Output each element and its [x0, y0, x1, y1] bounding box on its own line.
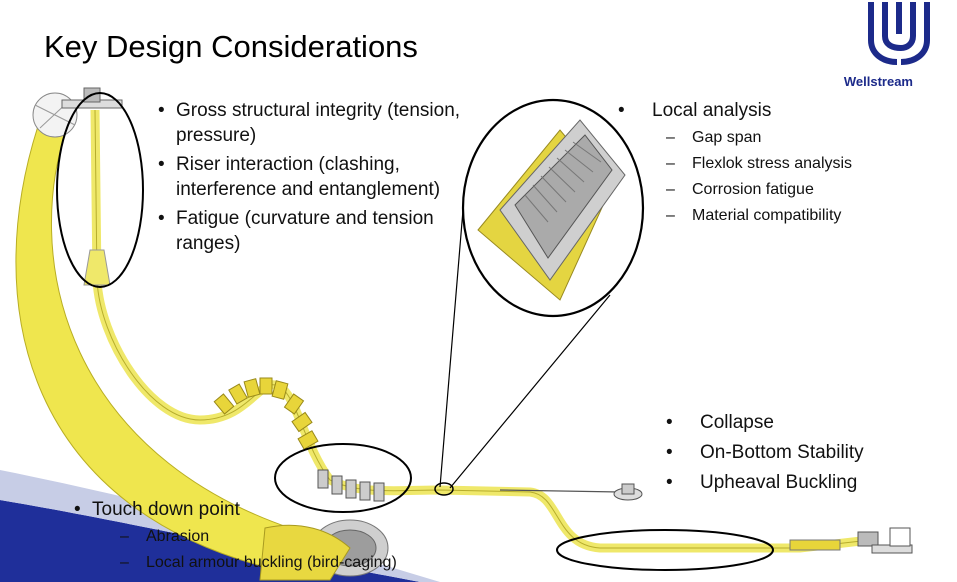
- plet: [789, 527, 913, 554]
- sub-gap-span: Gap span: [652, 127, 932, 149]
- bullet-on-bottom-stability: On-Bottom Stability: [660, 440, 940, 465]
- sub-corrosion-fatigue: Corrosion fatigue: [652, 179, 932, 201]
- sub-flexlok: Flexlok stress analysis: [652, 153, 932, 175]
- seabed-callout-ellipse: [556, 529, 774, 571]
- page-title: Key Design Considerations: [44, 28, 418, 64]
- sub-local-armour-buckling: Local armour buckling (bird-caging): [68, 552, 468, 574]
- anchor: [613, 483, 643, 501]
- top-callout-ellipse: [56, 92, 144, 288]
- touch-down-bullets: Touch down point Abrasion Local armour b…: [68, 497, 468, 578]
- bullet-upheaval-buckling: Upheaval Buckling: [660, 470, 940, 495]
- local-analysis-heading: Local analysis: [612, 98, 932, 123]
- sub-material-compatibility: Material compatibility: [652, 205, 932, 227]
- bullet-fatigue: Fatigue (curvature and tension ranges): [152, 206, 472, 256]
- seabed-bullets: Collapse On-Bottom Stability Upheaval Bu…: [660, 410, 940, 500]
- buoyancy-modules: [213, 377, 319, 450]
- bullet-collapse: Collapse: [660, 410, 940, 435]
- local-analysis-bullets: Local analysis Gap span Flexlok stress a…: [612, 98, 932, 231]
- bullet-riser-interaction: Riser interaction (clashing, interferenc…: [152, 152, 472, 202]
- bullet-touch-down-point: Touch down point: [68, 497, 468, 522]
- wellstream-logo: [868, 2, 930, 65]
- small-callout-ellipse: [434, 482, 454, 496]
- vessel-turret: [32, 87, 123, 138]
- top-left-bullets: Gross structural integrity (tension, pre…: [152, 98, 472, 260]
- local-analysis-label: Local analysis: [652, 100, 772, 121]
- bullet-structural-integrity: Gross structural integrity (tension, pre…: [152, 98, 472, 148]
- magnified-section: [477, 119, 626, 301]
- logo-text: Wellstream: [843, 74, 913, 89]
- sub-abrasion: Abrasion: [68, 526, 468, 548]
